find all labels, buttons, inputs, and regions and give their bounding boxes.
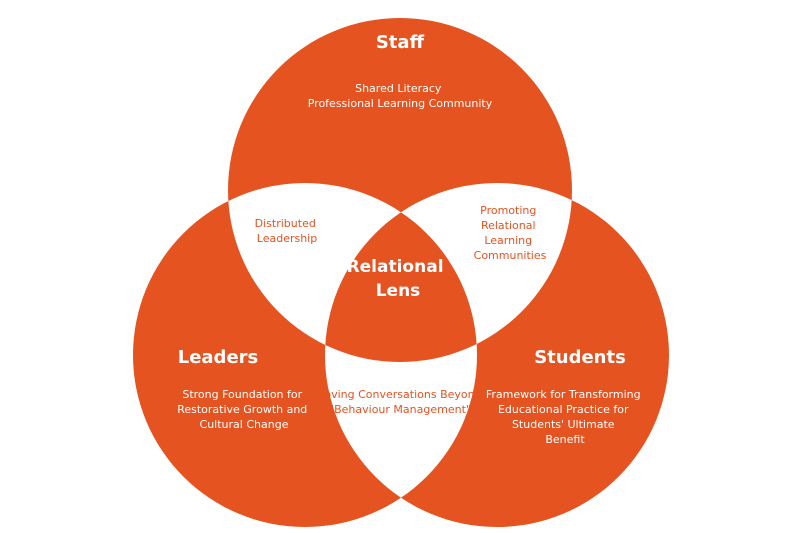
center-label: Relational Lens bbox=[347, 257, 450, 301]
students-line: Educational Practice for bbox=[498, 403, 629, 416]
students-line: Benefit bbox=[545, 433, 585, 446]
overlap-line: "Behaviour Management" bbox=[329, 403, 471, 416]
students-line: Students' Ultimate bbox=[512, 418, 615, 431]
overlap-line: Communities bbox=[474, 249, 547, 262]
overlap-line: Distributed bbox=[255, 217, 316, 230]
overlap-staff-students-text: Promoting Relational Learning Communitie… bbox=[474, 204, 547, 262]
leaders-line: Restorative Growth and bbox=[177, 403, 307, 416]
leaders-title: Leaders bbox=[178, 347, 259, 368]
center-line: Lens bbox=[376, 281, 421, 301]
leaders-line: Strong Foundation for bbox=[182, 388, 302, 401]
overlap-line: Moving Conversations Beyond bbox=[315, 388, 482, 401]
students-line: Framework for Transforming bbox=[486, 388, 641, 401]
overlap-line: Promoting bbox=[480, 204, 536, 217]
center-line: Relational bbox=[347, 257, 444, 277]
students-description: Framework for Transforming Educational P… bbox=[486, 388, 644, 446]
leaders-description: Strong Foundation for Restorative Growth… bbox=[177, 388, 311, 431]
overlap-leaders-students-text: Moving Conversations Beyond "Behaviour M… bbox=[315, 388, 485, 416]
overlap-staff-leaders-text: Distributed Leadership bbox=[255, 217, 320, 245]
center-region bbox=[325, 183, 477, 362]
students-title: Students bbox=[534, 347, 626, 368]
overlap-line: Learning bbox=[484, 234, 532, 247]
staff-title: Staff bbox=[376, 32, 425, 53]
staff-line: Shared Literacy bbox=[355, 82, 442, 95]
staff-line: Professional Learning Community bbox=[308, 97, 493, 110]
overlap-line: Relational bbox=[481, 219, 536, 232]
overlap-line: Leadership bbox=[257, 232, 317, 245]
leaders-line: Cultural Change bbox=[200, 418, 289, 431]
staff-description: Shared Literacy Professional Learning Co… bbox=[308, 82, 493, 110]
